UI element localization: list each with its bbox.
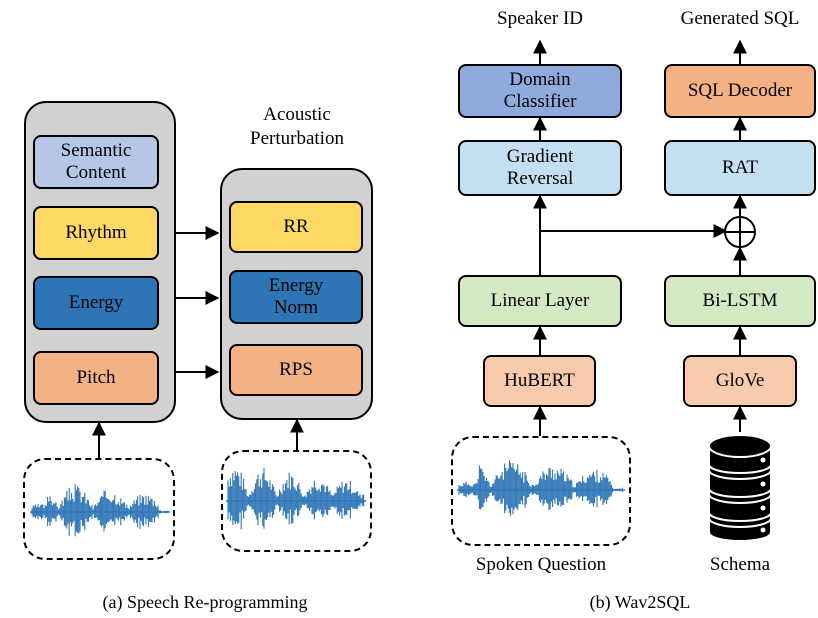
schema-label: Schema (709, 554, 771, 575)
hubert-box: HuBERT (483, 355, 596, 407)
bilstm-box: Bi-LSTM (664, 275, 816, 327)
rr-box: RR (229, 201, 363, 253)
caption-b: (b) Wav2SQL (589, 592, 691, 612)
sql-decoder-box: SQL Decoder (664, 64, 816, 118)
spoken-question-label: Spoken Question (475, 554, 607, 575)
waveform-icon (30, 484, 170, 537)
generated-sql-label: Generated SQL (680, 8, 800, 29)
energy-box: Energy (33, 276, 159, 330)
linear-layer-box: Linear Layer (458, 275, 622, 327)
acoustic-perturbation-title: Acoustic Perturbation (250, 104, 344, 149)
caption-a: (a) Speech Re-programming (102, 592, 308, 612)
rat-box: RAT (664, 140, 816, 196)
database-icon (708, 434, 772, 542)
rhythm-box: Rhythm (33, 206, 159, 260)
waveform-icon (457, 460, 625, 516)
pitch-box: Pitch (33, 351, 159, 405)
glove-box: GloVe (683, 355, 797, 407)
perturbed-waveform-frame (221, 450, 372, 552)
spoken-question-waveform-frame (451, 436, 631, 546)
rps-box: RPS (229, 344, 363, 396)
circled-plus-icon (724, 216, 756, 248)
waveform-icon (226, 467, 366, 530)
speaker-id-label: Speaker ID (497, 8, 583, 29)
original-waveform-frame (23, 458, 175, 560)
